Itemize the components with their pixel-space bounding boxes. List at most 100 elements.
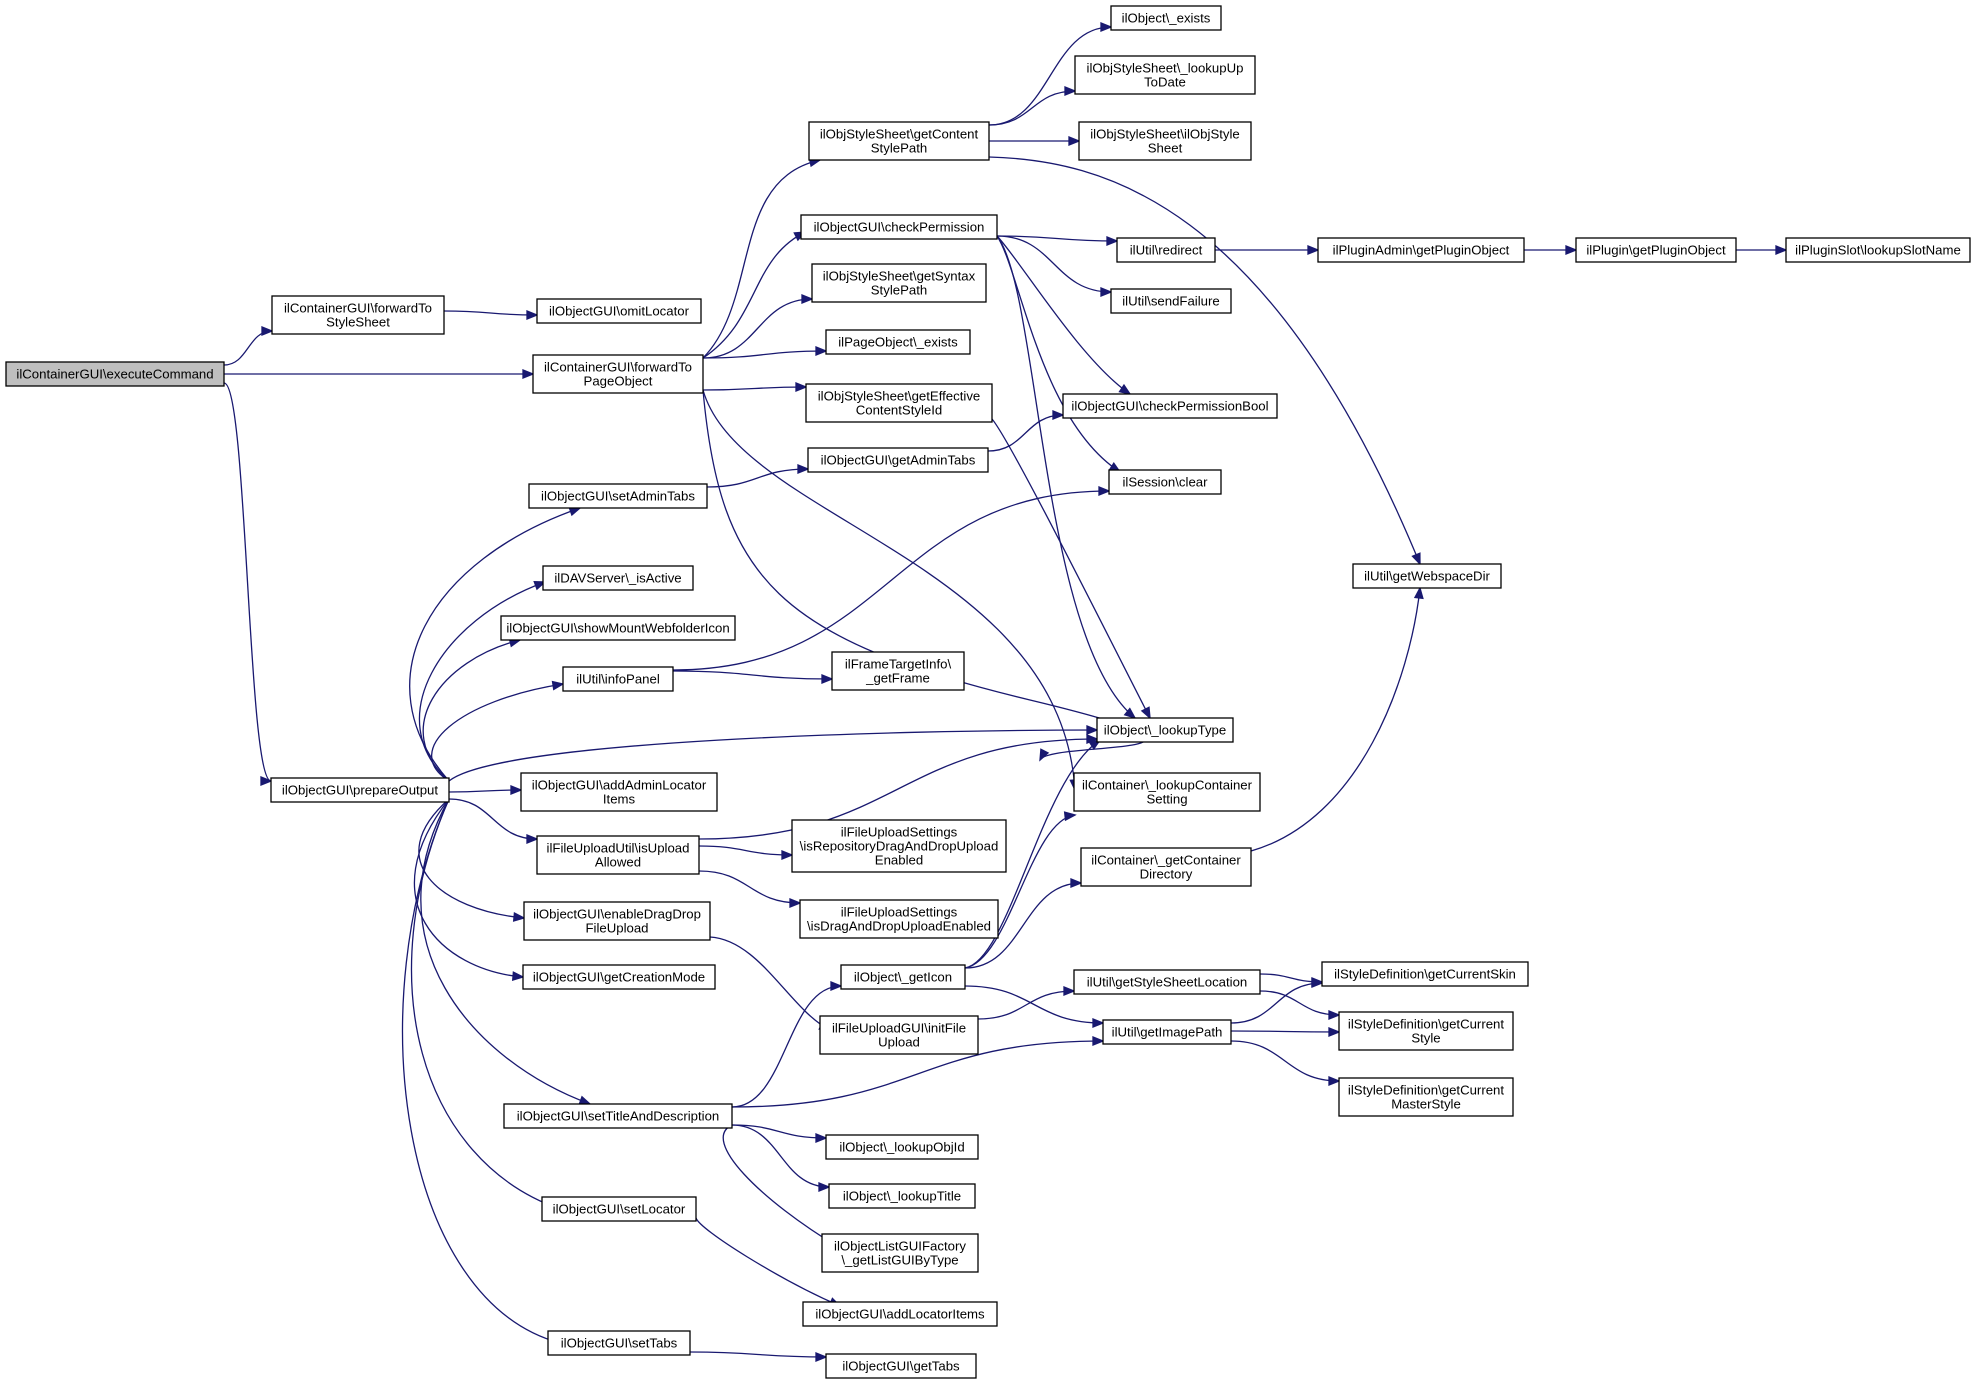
- node-getPluginObjectAdmin[interactable]: ilPluginAdmin\getPluginObject: [1317, 237, 1525, 263]
- edge-getContainerDirectory-to-getWebspaceDir: [1250, 586, 1424, 852]
- node-label: ilObjStyleSheet\_lookupUp: [1087, 61, 1244, 76]
- node-label: ilObjStyleSheet\ilObjStyle: [1090, 127, 1240, 142]
- node-getCurrentSkin[interactable]: ilStyleDefinition\getCurrentSkin: [1321, 961, 1529, 987]
- node-showMountWebfolderIcon[interactable]: ilObjectGUI\showMountWebfolderIcon: [500, 615, 736, 641]
- edge-isUploadAllowed-to-lookupType: [698, 734, 1099, 840]
- node-setTabs[interactable]: ilObjectGUI\setTabs: [547, 1330, 691, 1356]
- node-label: Style: [1411, 1031, 1440, 1046]
- edge-arrowhead: [526, 310, 539, 320]
- node-setAdminTabs[interactable]: ilObjectGUI\setAdminTabs: [528, 483, 708, 509]
- node-box: [1321, 961, 1529, 987]
- node-label: StyleSheet: [326, 315, 390, 330]
- node-label: ilObjectGUI\omitLocator: [549, 304, 690, 319]
- node-addLocatorItems[interactable]: ilObjectGUI\addLocatorItems: [802, 1301, 998, 1327]
- node-box: [1108, 469, 1222, 495]
- edge-forwardToPageObject-to-getContentStylePath: [702, 157, 822, 359]
- node-pageObjectExists[interactable]: ilPageObject\_exists: [825, 329, 971, 355]
- node-executeCommand[interactable]: ilContainerGUI\executeCommand: [5, 361, 225, 387]
- node-getAdminTabs[interactable]: ilObjectGUI\getAdminTabs: [807, 447, 989, 473]
- edge-checkPermission-to-checkPermissionBool: [996, 235, 1132, 395]
- edge-infoPanel-to-sessionClear: [672, 486, 1111, 671]
- edge-arrowhead: [815, 346, 828, 356]
- node-box: [1317, 237, 1525, 263]
- node-davIsActive[interactable]: ilDAVServer\_isActive: [542, 565, 694, 591]
- call-edges: [223, 22, 1788, 1362]
- edge-line: [410, 798, 561, 1210]
- node-getEffectiveContentStyleId[interactable]: ilObjStyleSheet\getEffectiveContentStyle…: [805, 383, 993, 423]
- edge-line: [731, 1124, 827, 1139]
- node-isDndEnabled[interactable]: ilFileUploadSettings\isDragAndDropUpload…: [799, 899, 999, 939]
- node-label: ilObjectGUI\setTitleAndDescription: [517, 1109, 720, 1124]
- edge-enableDragDropFileUpload-to-initFileUpload: [709, 936, 832, 1031]
- node-getImagePath[interactable]: ilUtil\getImagePath: [1102, 1019, 1232, 1045]
- node-label: FileUpload: [585, 921, 648, 936]
- node-sessionClear[interactable]: ilSession\clear: [1108, 469, 1222, 495]
- node-label: \_getListGUIByType: [841, 1253, 958, 1268]
- edge-setTitleAndDescription-to-getImagePath: [731, 1036, 1105, 1108]
- node-lookupType[interactable]: ilObject\_lookupType: [1096, 717, 1234, 743]
- node-label: ilUtil\sendFailure: [1122, 294, 1219, 309]
- edge-prepareOutput-to-setAdminTabs: [409, 506, 582, 782]
- edge-arrowhead: [1307, 245, 1320, 255]
- node-getStyleSheetLocation[interactable]: ilUtil\getStyleSheetLocation: [1073, 969, 1261, 995]
- edge-line: [698, 870, 801, 904]
- node-lookupTitle[interactable]: ilObject\_lookupTitle: [828, 1183, 976, 1209]
- node-omitLocator[interactable]: ilObjectGUI\omitLocator: [536, 298, 702, 324]
- node-infoPanel[interactable]: ilUtil\infoPanel: [562, 666, 674, 692]
- node-getCreationMode[interactable]: ilObjectGUI\getCreationMode: [522, 964, 716, 990]
- node-lookupSlotName[interactable]: ilPluginSlot\lookupSlotName: [1785, 237, 1971, 263]
- node-box: [1785, 237, 1971, 263]
- node-getPluginObject[interactable]: ilPlugin\getPluginObject: [1575, 237, 1737, 263]
- node-objExists[interactable]: ilObject\_exists: [1110, 5, 1222, 31]
- node-getWebspaceDir[interactable]: ilUtil\getWebspaceDir: [1352, 563, 1502, 589]
- node-checkPermission[interactable]: ilObjectGUI\checkPermission: [800, 214, 998, 240]
- node-label: _getFrame: [865, 671, 930, 686]
- edge-line: [1259, 990, 1340, 1016]
- node-setTitleAndDescription[interactable]: ilObjectGUI\setTitleAndDescription: [503, 1103, 733, 1129]
- node-ilObjStyleSheetCtor[interactable]: ilObjStyleSheet\ilObjStyleSheet: [1078, 121, 1252, 161]
- node-getListGUIByType[interactable]: ilObjectListGUIFactory\_getListGUIByType: [821, 1233, 979, 1273]
- node-getFrame[interactable]: ilFrameTargetInfo\_getFrame: [831, 651, 965, 691]
- edge-line: [702, 386, 807, 391]
- node-label: Setting: [1146, 792, 1187, 807]
- node-isRepositoryDnd[interactable]: ilFileUploadSettings\isRepositoryDragAnd…: [791, 819, 1007, 873]
- edge-forwardToPageObject-to-getEffectiveContentStyleId: [702, 382, 808, 392]
- edge-arrowhead: [512, 912, 526, 922]
- edge-arrowhead: [1068, 136, 1081, 146]
- node-getIcon[interactable]: ilObject\_getIcon: [840, 964, 966, 990]
- node-lookupObjId[interactable]: ilObject\_lookupObjId: [825, 1134, 979, 1160]
- edge-line: [702, 159, 821, 359]
- edge-arrowhead: [1411, 552, 1421, 566]
- node-setLocator[interactable]: ilObjectGUI\setLocator: [541, 1196, 697, 1222]
- edge-arrowhead: [815, 1133, 828, 1143]
- edge-arrowhead: [522, 369, 535, 379]
- node-redirect[interactable]: ilUtil\redirect: [1116, 237, 1216, 263]
- node-checkPermissionBool[interactable]: ilObjectGUI\checkPermissionBool: [1062, 393, 1278, 419]
- edge-arrowhead: [1328, 1027, 1341, 1037]
- node-sendFailure[interactable]: ilUtil\sendFailure: [1110, 288, 1232, 314]
- node-label: Allowed: [595, 855, 641, 870]
- edge-arrowhead: [821, 674, 834, 684]
- node-label: Upload: [878, 1035, 920, 1050]
- edge-executeCommand-to-prepareOutput: [223, 382, 273, 786]
- node-prepareOutput[interactable]: ilObjectGUI\prepareOutput: [270, 777, 450, 803]
- node-getTabs[interactable]: ilObjectGUI\getTabs: [825, 1353, 977, 1379]
- node-box: [807, 447, 989, 473]
- edge-line: [223, 382, 272, 782]
- node-box: [520, 772, 718, 812]
- edge-checkPermission-to-lookupType: [996, 235, 1137, 720]
- edge-line: [448, 729, 1098, 782]
